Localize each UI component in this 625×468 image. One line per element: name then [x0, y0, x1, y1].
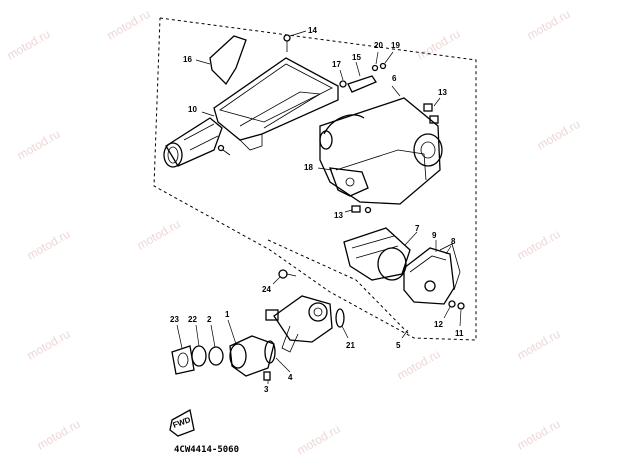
part-8-sponge [439, 243, 461, 291]
part-2-o-ring [208, 324, 224, 366]
watermark: motod.ru [135, 217, 183, 253]
intake-snorkel [163, 117, 223, 168]
label-7: 7 [415, 224, 420, 233]
carburetor [265, 295, 333, 353]
part-10-airbox-case [213, 57, 339, 151]
label-20: 20 [374, 41, 383, 50]
label-24: 24 [262, 285, 271, 294]
label-11: 11 [455, 329, 464, 338]
label-10: 10 [188, 105, 197, 114]
watermark: motod.ru [515, 417, 563, 453]
label-13-lower: 13 [334, 211, 343, 220]
watermark: motod.ru [295, 422, 343, 458]
label-14: 14 [308, 26, 317, 35]
part-24-clamp [272, 269, 297, 285]
label-5: 5 [396, 341, 401, 350]
label-21: 21 [346, 341, 355, 350]
fwd-label: FWD [172, 415, 192, 430]
label-23: 23 [170, 315, 179, 324]
label-22: 22 [188, 315, 197, 324]
label-13-upper: 13 [438, 88, 447, 97]
label-2: 2 [207, 315, 212, 324]
part-15-hose [339, 51, 394, 93]
watermark: motod.ru [415, 27, 463, 63]
part-11-screw [457, 302, 465, 327]
watermark: motod.ru [525, 7, 573, 43]
watermark-layer: motod.ru motod.ru motod.ru motod.ru moto… [5, 7, 583, 458]
watermark: motod.ru [15, 127, 63, 163]
watermark: motod.ru [25, 227, 73, 263]
part-1-carburetor-joint [227, 319, 275, 377]
part-5-leader [401, 329, 409, 339]
label-3: 3 [264, 385, 269, 394]
label-9: 9 [432, 231, 437, 240]
fwd-arrow-icon: FWD [169, 408, 195, 437]
label-18: 18 [304, 163, 313, 172]
label-15: 15 [352, 53, 361, 62]
part-14-bolt [283, 30, 307, 52]
watermark: motod.ru [105, 7, 153, 43]
label-8: 8 [451, 237, 456, 246]
label-6: 6 [392, 74, 397, 83]
part-23-spacer [171, 324, 195, 375]
part-10-leader [201, 111, 215, 117]
label-4: 4 [288, 373, 293, 382]
part-18-bracket [317, 167, 369, 197]
part-6-filter-case [319, 85, 443, 205]
watermark: motod.ru [515, 227, 563, 263]
label-16: 16 [183, 55, 192, 64]
label-17: 17 [332, 60, 341, 69]
part-4-clamp [264, 340, 291, 373]
watermark: motod.ru [35, 417, 83, 453]
watermark: motod.ru [25, 327, 73, 363]
part-9-filter-frame [403, 240, 455, 305]
watermark: motod.ru [535, 117, 583, 153]
part-bolt-small [217, 144, 231, 156]
part-13-screws [344, 97, 441, 214]
watermark: motod.ru [395, 347, 443, 383]
label-12: 12 [434, 320, 443, 329]
part-7-filter-element [343, 227, 418, 281]
part-16-leader [195, 59, 211, 65]
label-1: 1 [225, 310, 230, 319]
part-22-gasket [191, 324, 207, 367]
assembly-boundary [153, 17, 477, 341]
part-16-cover [209, 35, 247, 86]
watermark: motod.ru [5, 27, 53, 63]
label-19: 19 [391, 41, 400, 50]
watermark: motod.ru [515, 327, 563, 363]
part-labels: 1 2 3 4 5 6 7 8 9 10 11 12 13 13 14 15 1… [170, 26, 464, 394]
part-21-band [335, 308, 349, 339]
drawing-code: 4CW4414-5060 [174, 445, 239, 455]
intake-boundary [267, 239, 411, 336]
part-12-washer [443, 300, 456, 319]
part-3-bolt [263, 371, 271, 384]
